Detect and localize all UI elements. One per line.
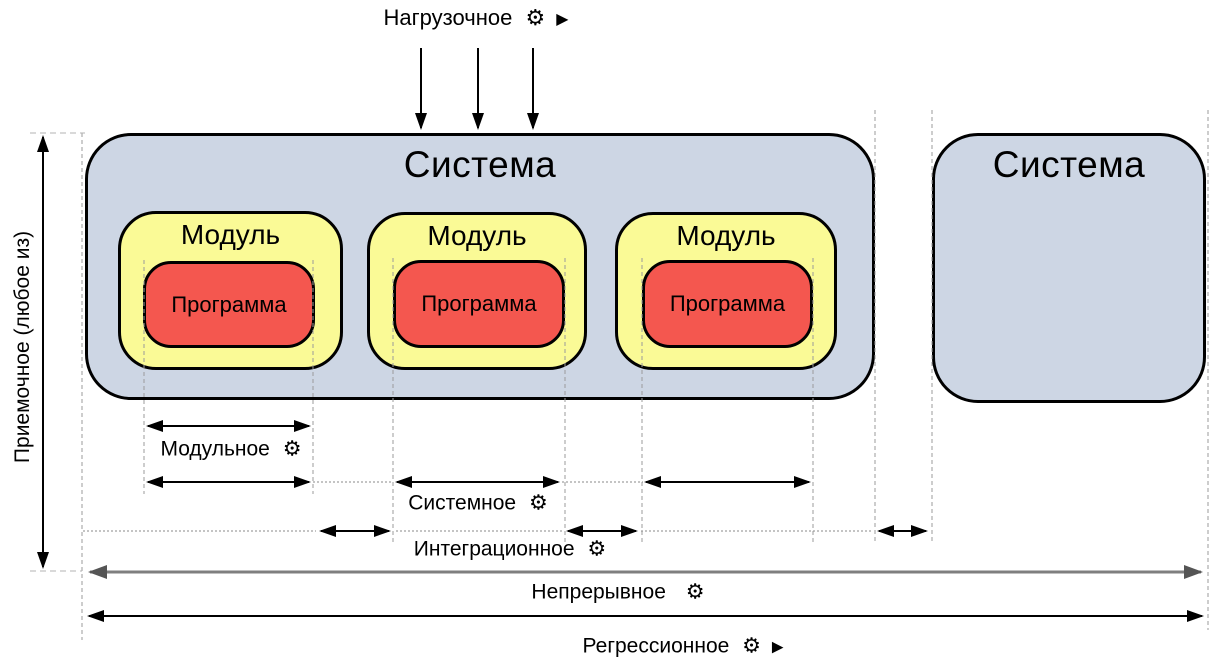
continuous-testing-label: Непрерывное ⚙ bbox=[531, 580, 704, 605]
gear-icon: ⚙ bbox=[282, 437, 302, 461]
continuous-testing-text: Непрерывное bbox=[531, 580, 666, 604]
gear-icon: ⚙ bbox=[525, 5, 546, 30]
module-2-title: Модуль bbox=[427, 220, 527, 251]
gear-icon: ⚙ bbox=[742, 634, 761, 658]
system-right-title: Система bbox=[992, 144, 1146, 185]
gear-icon: ⚙ bbox=[587, 537, 607, 561]
load-testing-label: Нагрузочное ⚙ ▶ bbox=[384, 5, 569, 31]
program-2-title: Программа bbox=[421, 291, 537, 316]
play-icon: ▶ bbox=[556, 11, 569, 28]
play-icon: ▶ bbox=[771, 638, 784, 656]
acceptance-range-arrow bbox=[30, 132, 85, 572]
module-1-title: Модуль bbox=[180, 219, 281, 250]
unit-testing-text: Модульное bbox=[160, 437, 270, 461]
acceptance-label: Приемочное (любое из) bbox=[11, 231, 35, 463]
system-box-right: Система bbox=[932, 133, 1206, 403]
load-testing-text: Нагрузочное bbox=[383, 5, 513, 30]
unit-testing-label: Модульное ⚙ bbox=[160, 437, 301, 462]
program-box-3: Программа bbox=[642, 260, 813, 348]
program-box-2: Программа bbox=[393, 260, 565, 348]
acceptance-text: Приемочное (любое из) bbox=[11, 230, 34, 464]
regression-testing-text: Регрессионное bbox=[582, 634, 730, 658]
system-testing-label: Системное ⚙ bbox=[408, 491, 548, 516]
gear-icon: ⚙ bbox=[685, 580, 705, 604]
load-arrows bbox=[415, 48, 539, 130]
gear-icon: ⚙ bbox=[528, 491, 548, 515]
module-3-title: Модуль bbox=[676, 220, 776, 251]
integration-testing-text: Интеграционное bbox=[413, 537, 575, 561]
system-testing-text: Системное bbox=[408, 491, 517, 515]
integration-testing-label: Интеграционное ⚙ bbox=[414, 537, 606, 562]
program-1-title: Программа bbox=[171, 291, 287, 317]
system-left-title: Система bbox=[403, 144, 557, 185]
program-box-1: Программа bbox=[143, 261, 315, 348]
regression-testing-label: Регрессионное ⚙ ▶ bbox=[583, 634, 784, 659]
program-3-title: Программа bbox=[669, 291, 786, 316]
